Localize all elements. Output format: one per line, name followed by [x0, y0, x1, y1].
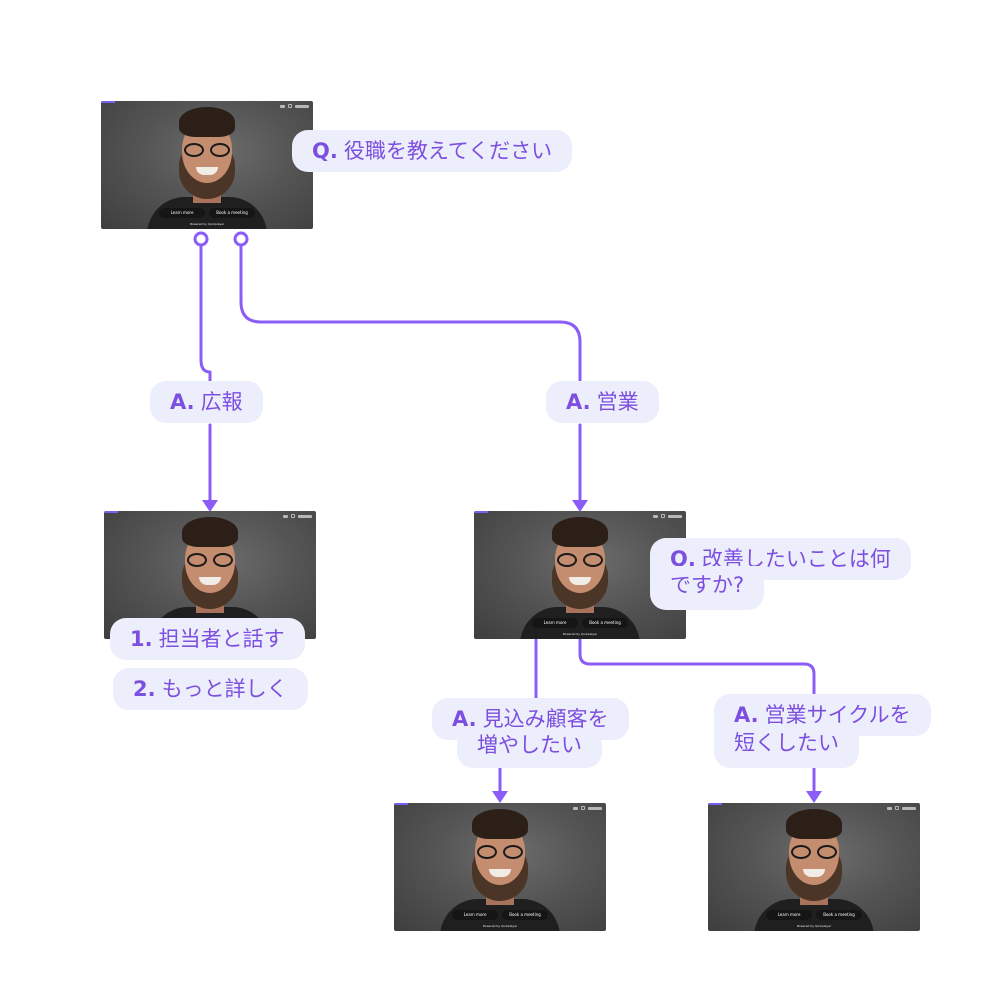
root-question-text: 役職を教えてください [343, 139, 553, 163]
learn-more-button[interactable]: Learn more [159, 208, 205, 218]
answer-prefix: A. [734, 703, 759, 727]
pr-option-1-bubble[interactable]: 1.担当者と話す [110, 618, 305, 660]
book-meeting-button[interactable]: Book a meeting [816, 910, 862, 920]
arrowhead-icon [572, 500, 588, 512]
sales-question-line2: ですか? [670, 573, 745, 597]
book-meeting-button[interactable]: Book a meeting [502, 910, 548, 920]
connector-root-to-sales [239, 243, 582, 384]
pr-option-1-text: 担当者と話す [158, 627, 285, 651]
video-toolbar [573, 806, 602, 810]
video-leads[interactable]: Learn more Book a meeting Powered by Qui… [394, 803, 606, 931]
video-progress-bar [104, 511, 118, 513]
presenter-image [147, 101, 267, 229]
answer-sales-text: 営業 [596, 390, 639, 414]
arrowhead-icon [202, 500, 218, 512]
connector-sales-to-cycle [578, 638, 816, 696]
powered-by-label: Powered by Quikplayer [796, 924, 832, 928]
powered-by-label: Powered by Quikplayer [189, 222, 225, 226]
option-number: 1. [130, 627, 153, 651]
video-toolbar [283, 514, 312, 518]
answer-pr-text: 広報 [200, 390, 243, 414]
presenter-image [520, 511, 640, 639]
arrowhead-icon [492, 791, 508, 803]
port-circle [193, 231, 209, 247]
book-meeting-button[interactable]: Book a meeting [209, 208, 255, 218]
question-prefix: Q. [312, 139, 338, 163]
video-cycle[interactable]: Learn more Book a meeting Powered by Qui… [708, 803, 920, 931]
root-question-bubble: Q.役職を教えてください [292, 130, 573, 172]
video-progress-bar [474, 511, 488, 513]
video-progress-bar [708, 803, 722, 805]
answer-sales-bubble[interactable]: A.営業 [546, 381, 659, 423]
powered-by-label: Powered by Quikplayer [562, 632, 598, 636]
option-number: 2. [133, 677, 156, 701]
video-toolbar [280, 104, 309, 108]
answer-leads-line2: 増やしたい [477, 733, 582, 757]
connector-root-to-pr [199, 243, 212, 384]
pr-option-2-bubble[interactable]: 2.もっと詳しく [113, 668, 308, 710]
video-toolbar [887, 806, 916, 810]
learn-more-button[interactable]: Learn more [452, 910, 498, 920]
learn-more-button[interactable]: Learn more [532, 618, 578, 628]
video-progress-bar [394, 803, 408, 805]
video-progress-bar [101, 101, 115, 103]
answer-prefix: A. [452, 707, 477, 731]
answer-cycle-line2: 短くしたい [734, 731, 839, 755]
answer-prefix: A. [170, 390, 195, 414]
port-circle [233, 231, 249, 247]
answer-cycle-bubble-line2[interactable]: 短くしたい [714, 724, 859, 768]
answer-cycle-line1: 営業サイクルを [764, 703, 911, 727]
video-toolbar [653, 514, 682, 518]
learn-more-button[interactable]: Learn more [766, 910, 812, 920]
answer-prefix: A. [566, 390, 591, 414]
answer-leads-bubble-line2[interactable]: 増やしたい [457, 728, 602, 768]
powered-by-label: Powered by Quikplayer [482, 924, 518, 928]
book-meeting-button[interactable]: Book a meeting [582, 618, 628, 628]
answer-pr-bubble[interactable]: A.広報 [150, 381, 263, 423]
sales-question-bubble-line2: ですか? [650, 566, 765, 610]
pr-option-2-text: もっと詳しく [161, 677, 288, 701]
answer-leads-line1: 見込み顧客を [482, 707, 609, 731]
arrowhead-icon [806, 791, 822, 803]
video-root[interactable]: Learn more Book a meeting Powered by Qui… [101, 101, 313, 229]
